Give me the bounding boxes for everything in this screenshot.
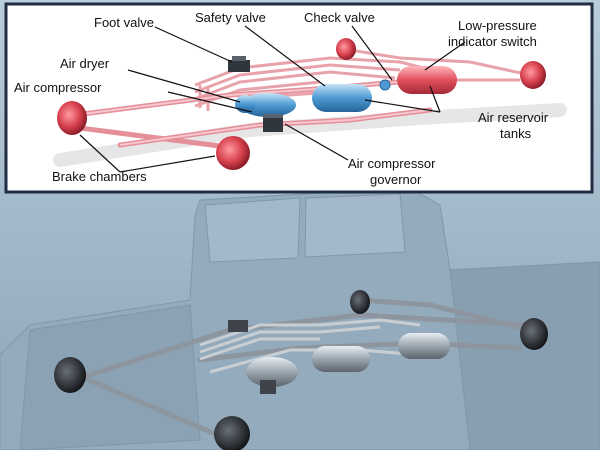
air-reservoir-tank-red: [397, 66, 457, 94]
lower-tank-1: [312, 346, 370, 372]
lower-foot-valve: [228, 320, 248, 332]
lower-brake-chamber-front-right: [214, 416, 250, 450]
leader-lines: [79, 25, 466, 173]
lower-pipes: [199, 318, 421, 374]
lower-compressor: [246, 357, 298, 387]
inset-shadow: [53, 103, 567, 167]
brake-chamber-front-right: [216, 136, 250, 170]
air-reservoir-tank-blue: [312, 84, 372, 112]
lower-brake-chamber-rear-right: [520, 318, 548, 350]
label-air-reservoir-line1: Air reservoir: [478, 110, 549, 125]
label-low-pressure-line2: indicator switch: [448, 34, 537, 49]
frame-rails-inner: [74, 79, 431, 146]
label-air-reservoir-line2: tanks: [500, 126, 532, 141]
label-safety-valve: Safety valve: [195, 10, 266, 25]
lower-governor: [260, 380, 276, 394]
foot-valve-pedal: [232, 56, 246, 61]
inset-panel: [4, 2, 594, 194]
brake-chamber-front-left: [57, 101, 87, 135]
label-air-dryer: Air dryer: [60, 56, 110, 71]
check-valve-part: [379, 79, 391, 91]
air-dryer-part: [235, 95, 255, 113]
truck-silhouette: [0, 187, 600, 450]
brake-chamber-rear-left: [336, 38, 356, 60]
label-governor-line2: governor: [370, 172, 422, 187]
foot-valve-part: [228, 60, 250, 72]
air-compressor-part: [240, 93, 296, 117]
label-brake-chambers: Brake chambers: [52, 169, 147, 184]
label-foot-valve: Foot valve: [94, 15, 154, 30]
lower-brake-chamber-rear-left: [350, 290, 370, 314]
label-check-valve: Check valve: [304, 10, 375, 25]
governor-top: [263, 114, 283, 118]
brake-chamber-rear-right: [520, 61, 546, 89]
label-air-compressor: Air compressor: [14, 80, 102, 95]
label-low-pressure-line1: Low-pressure: [458, 18, 537, 33]
label-governor-line1: Air compressor: [348, 156, 436, 171]
air-compressor-governor-part: [263, 114, 283, 132]
lower-chassis: [67, 297, 533, 439]
lower-tank-2: [398, 333, 450, 359]
lower-brake-chamber-front-left: [54, 357, 86, 393]
